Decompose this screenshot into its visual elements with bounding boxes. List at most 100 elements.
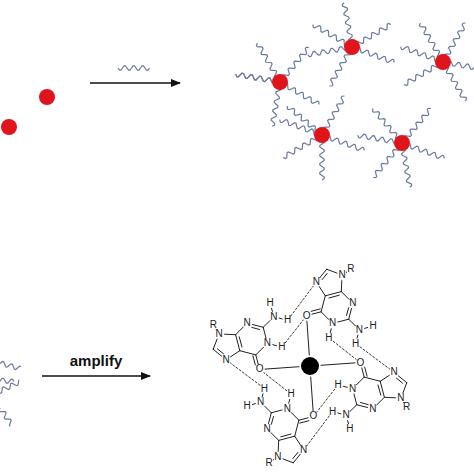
chemical-bond bbox=[350, 405, 357, 412]
atom-label: O bbox=[303, 311, 311, 321]
double-bond bbox=[329, 295, 339, 298]
atom-label: O bbox=[256, 364, 264, 374]
hydrogen-bond bbox=[230, 363, 260, 385]
chemical-bond bbox=[312, 312, 321, 314]
chemical-bond bbox=[341, 281, 343, 292]
atom-label: N bbox=[264, 338, 271, 348]
gold-nanoparticle bbox=[344, 39, 360, 55]
atom-label: N bbox=[270, 312, 277, 322]
double-bond bbox=[281, 434, 291, 437]
atom-label: H bbox=[325, 333, 332, 343]
chemical-bond bbox=[403, 383, 407, 393]
atom-label: N bbox=[300, 445, 307, 455]
chemical-bond bbox=[271, 410, 282, 413]
chemical-bond bbox=[291, 413, 299, 421]
chemical-bond bbox=[213, 339, 217, 349]
chemical-bond bbox=[338, 319, 349, 322]
chemical-bond bbox=[295, 436, 301, 445]
atom-label: H bbox=[334, 380, 341, 390]
double-bond bbox=[293, 452, 298, 458]
atom-label: H bbox=[284, 315, 291, 325]
double-bond bbox=[396, 378, 402, 383]
dna-strand bbox=[0, 408, 11, 426]
atom-label: H bbox=[278, 342, 285, 352]
chemical-bond bbox=[231, 351, 240, 357]
chemical-bond bbox=[354, 394, 357, 405]
atom-label: O bbox=[310, 411, 318, 421]
atom-label: N bbox=[390, 367, 397, 377]
atom-label: H bbox=[346, 424, 353, 434]
atom-label: N bbox=[329, 318, 336, 328]
reaction-arrow bbox=[90, 82, 180, 84]
chemical-bond bbox=[273, 459, 274, 460]
chemical-bond bbox=[319, 287, 325, 296]
chemical-bond bbox=[273, 345, 277, 346]
atom-label: O bbox=[356, 358, 364, 368]
double-bond bbox=[239, 337, 242, 347]
chemical-bond bbox=[362, 368, 364, 377]
dna-strand bbox=[0, 362, 21, 370]
chemical-bond bbox=[327, 269, 337, 273]
coordination-bond bbox=[321, 363, 355, 365]
double-bond bbox=[253, 356, 255, 365]
coordination-bond bbox=[311, 377, 313, 411]
chemical-bond bbox=[346, 272, 347, 273]
dna-strand bbox=[118, 66, 150, 70]
atom-label: N bbox=[338, 270, 345, 280]
chemical-bond bbox=[253, 325, 264, 328]
chemical-bond bbox=[252, 403, 255, 405]
atom-label: N bbox=[244, 318, 251, 328]
atom-label: R bbox=[347, 264, 354, 274]
double-bond bbox=[271, 417, 273, 425]
atom-label: N bbox=[356, 325, 363, 335]
atom-label: N bbox=[349, 298, 356, 308]
gold-nanoparticle bbox=[272, 74, 288, 90]
double-bond bbox=[252, 327, 260, 329]
chemical-bond bbox=[256, 355, 258, 364]
gold-nanoparticle bbox=[1, 119, 17, 135]
chemical-bond bbox=[256, 347, 264, 355]
atom-label: N bbox=[397, 393, 404, 403]
gold-nanoparticle bbox=[314, 127, 330, 143]
atom-label: N bbox=[284, 404, 291, 414]
metal-ion bbox=[301, 357, 319, 375]
amplify-arrow bbox=[42, 375, 150, 377]
chemical-bond bbox=[265, 406, 272, 413]
chemical-bond bbox=[343, 386, 347, 387]
chemical-bond bbox=[283, 459, 293, 463]
double-bond bbox=[365, 367, 367, 376]
double-bond bbox=[311, 309, 320, 311]
chemical-bond bbox=[357, 405, 368, 408]
chemical-bond bbox=[364, 377, 380, 381]
chemical-bond bbox=[213, 349, 222, 356]
atom-label: H bbox=[261, 384, 268, 394]
chemical-bond bbox=[271, 433, 279, 441]
atom-label: H bbox=[243, 401, 250, 411]
chemical-bond bbox=[263, 327, 266, 338]
chemical-bond bbox=[341, 292, 349, 300]
chemical-bond bbox=[279, 318, 282, 320]
double-bond bbox=[322, 273, 327, 279]
atom-label: N bbox=[369, 404, 376, 414]
chemical-bond bbox=[240, 351, 256, 355]
double-bond bbox=[361, 403, 369, 405]
chemical-bond bbox=[377, 397, 385, 405]
atom-label: N bbox=[263, 424, 270, 434]
dna-strand bbox=[0, 378, 14, 383]
chemical-bond bbox=[357, 377, 365, 385]
chemical-bond bbox=[278, 440, 280, 451]
chemical-bond bbox=[299, 418, 308, 420]
atom-label: H bbox=[288, 389, 295, 399]
atom-label: N bbox=[257, 397, 264, 407]
atom-label: N bbox=[343, 410, 350, 420]
chemical-bond bbox=[365, 327, 368, 329]
chemical-bond bbox=[269, 413, 272, 424]
gold-nanoparticle bbox=[394, 135, 410, 151]
chemical-bond bbox=[398, 376, 407, 383]
chemical-bond bbox=[236, 327, 244, 335]
chemical-bond bbox=[295, 420, 299, 436]
atom-label: N bbox=[349, 384, 356, 394]
chemical-bond bbox=[384, 397, 395, 399]
atom-label: H bbox=[266, 298, 273, 308]
